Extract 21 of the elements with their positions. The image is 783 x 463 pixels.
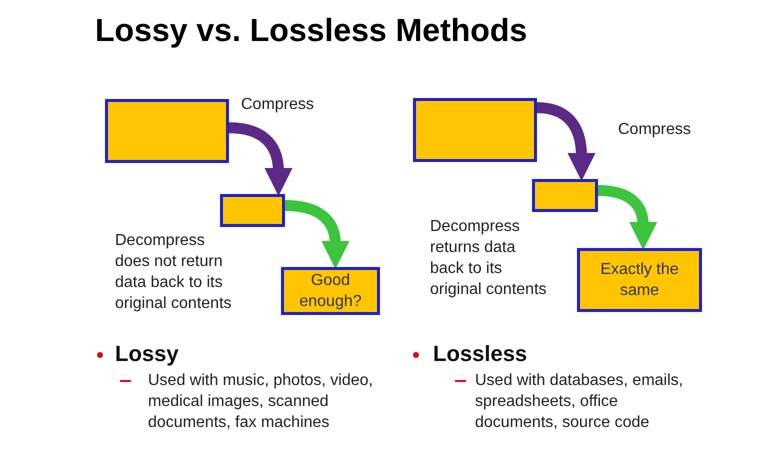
- edge-label: Compress: [618, 120, 691, 140]
- box-text: Exactly the same: [600, 260, 680, 301]
- result-box: [577, 248, 702, 312]
- result-box: [281, 267, 380, 315]
- bullet-text: Used with music, photos, video, medical images, scanned documents, fax machines: [148, 371, 374, 433]
- curved-arrow: [598, 185, 657, 250]
- data-box: [532, 179, 598, 212]
- data-box: [220, 194, 285, 227]
- data-box: [413, 98, 537, 162]
- edge-label: Compress: [241, 95, 314, 115]
- bullet-heading: Lossy: [115, 341, 179, 367]
- edge-label: Decompress does not return data back to its original contents: [115, 231, 233, 314]
- curved-arrow: [284, 200, 350, 269]
- curved-arrow: [536, 102, 596, 181]
- edge-label: Decompress returns data back to its original contents: [430, 217, 548, 300]
- box-text: Good enough?: [298, 271, 363, 312]
- curved-arrow: [228, 122, 292, 196]
- bullet-heading: Lossless: [433, 341, 528, 367]
- bullet-text: Used with databases, emails, spreadsheets, office documents, source code: [475, 371, 684, 433]
- slide-title: Lossy vs. Lossless Methods: [95, 12, 528, 49]
- data-box: [105, 99, 229, 163]
